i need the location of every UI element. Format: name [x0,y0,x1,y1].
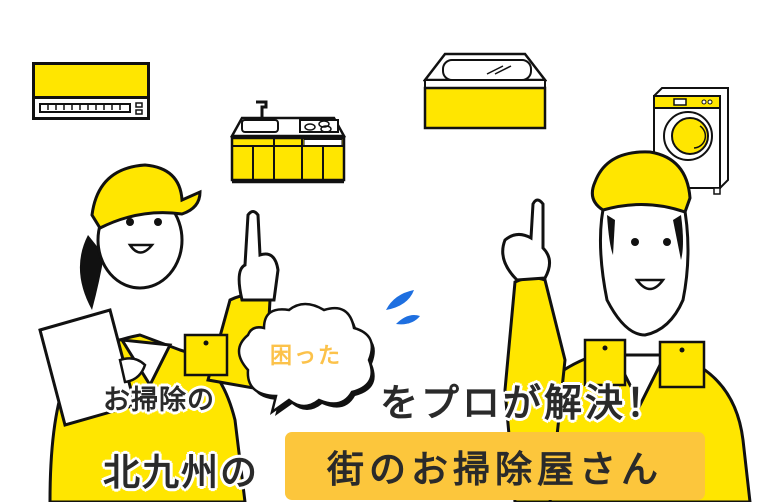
brand-badge: 街のお掃除屋さん [285,432,705,500]
female-worker-illustration [30,160,290,502]
air-conditioner-illustration [32,62,150,120]
headline-prefix: お掃除の [103,385,215,416]
kitchen-sink-illustration [230,100,346,184]
speech-bubble [234,300,384,420]
headline-suffix: をプロが解決！ [380,381,668,425]
bathtub-illustration [423,52,547,130]
speech-bubble-text: 困った [270,344,343,369]
region-label: 北九州の [103,451,259,494]
splash-drops-icon [382,288,422,328]
brand-badge-text: 街のお掃除屋さん [327,448,663,491]
